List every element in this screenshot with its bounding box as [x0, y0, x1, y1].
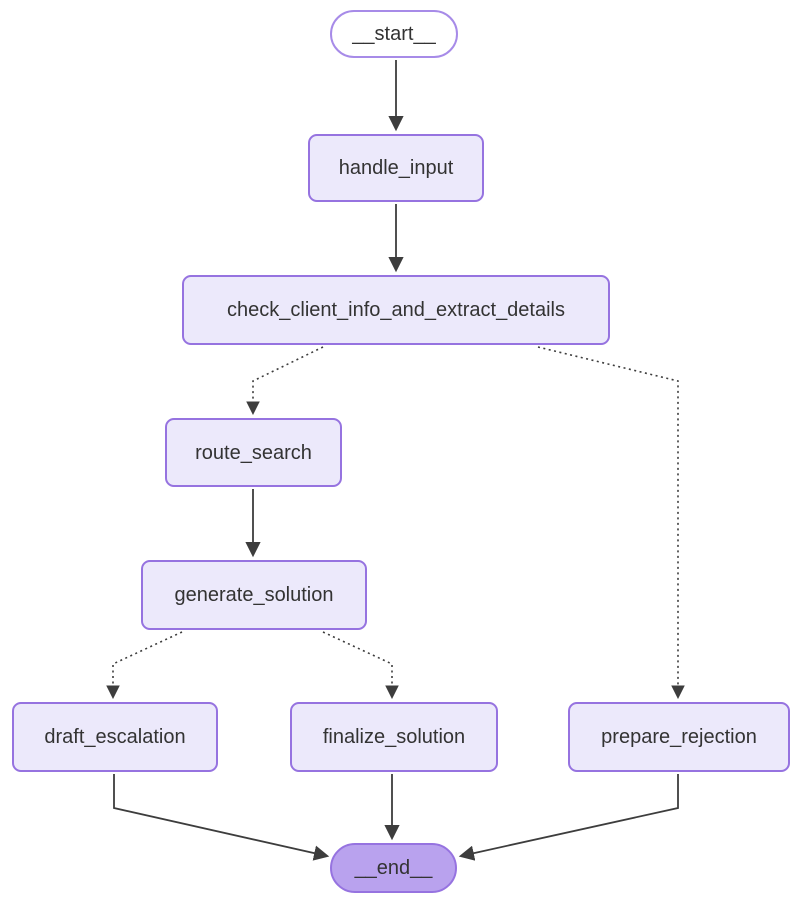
- node-prepare-rejection: prepare_rejection: [568, 702, 790, 772]
- node-generate-solution-label: generate_solution: [174, 584, 334, 606]
- node-draft-escalation: draft_escalation: [12, 702, 218, 772]
- node-finalize-solution-label: finalize_solution: [322, 726, 466, 748]
- edge-prepare_rejection-to-end: [458, 774, 679, 861]
- node-prepare-rejection-label: prepare_rejection: [601, 726, 757, 748]
- edge-check_client_info-to-route_search: [246, 346, 324, 416]
- node-start: __start__: [330, 10, 458, 58]
- node-route-search-label: route_search: [195, 441, 312, 464]
- node-check-client-info-and-extract-details: check_client_info_and_extract_details: [182, 275, 610, 345]
- edge-generate_solution-to-draft_escalation: [106, 631, 183, 700]
- edge-draft_escalation-to-end: [113, 774, 330, 861]
- node-draft-escalation-label: draft_escalation: [44, 726, 186, 748]
- node-end-label: __end__: [354, 857, 433, 879]
- node-finalize-solution: finalize_solution: [290, 702, 498, 772]
- node-handle-input-label: handle_input: [338, 157, 454, 179]
- node-check-client-info-label: check_client_info_and_extract_details: [227, 299, 565, 321]
- edge-check_client_info-to-prepare_rejection: [537, 346, 685, 700]
- node-start-label: __start__: [352, 23, 436, 45]
- edge-generate_solution-to-finalize_solution: [322, 631, 399, 700]
- node-end: __end__: [330, 843, 457, 893]
- node-generate-solution: generate_solution: [141, 560, 367, 630]
- node-route-search: route_search: [165, 418, 342, 487]
- node-handle-input: handle_input: [308, 134, 484, 202]
